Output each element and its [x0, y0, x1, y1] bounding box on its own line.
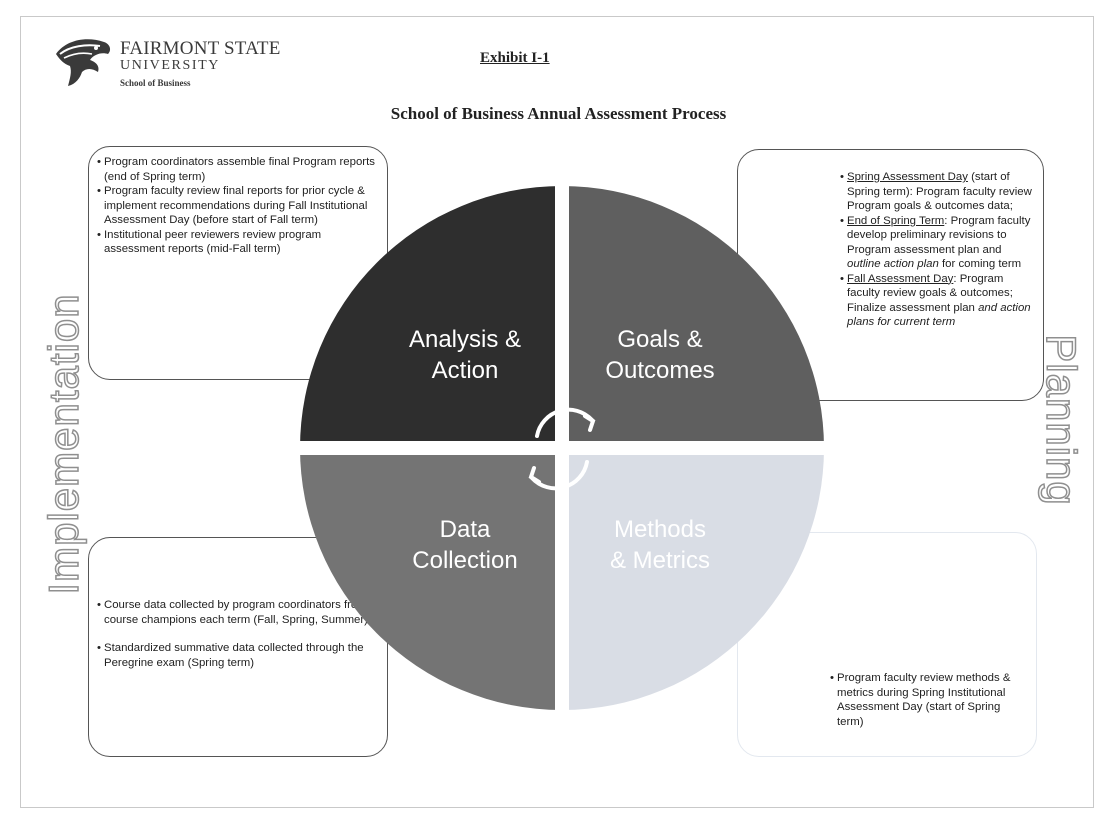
cycle-arrows-icon	[528, 407, 596, 491]
logo-name: FAIRMONT STATE	[120, 38, 281, 59]
list-item: Course data collected by program coordin…	[97, 598, 377, 627]
quadrant-title-line: Data	[439, 516, 491, 543]
page-title: School of Business Annual Assessment Pro…	[390, 104, 727, 123]
list-item: Spring Assessment Day (start of Spring t…	[840, 170, 1033, 214]
item-heading: End of Spring Term	[847, 214, 945, 227]
planning-goals-box: Spring Assessment Day (start of Spring t…	[737, 149, 1044, 401]
exhibit-label: Exhibit I-1	[480, 50, 550, 66]
list-item: End of Spring Term: Program faculty deve…	[840, 214, 1033, 272]
item-text: : Program faculty develop preliminary re…	[847, 214, 1031, 256]
quadrant-methods-metrics	[562, 448, 824, 710]
quadrant-goals-outcomes	[562, 186, 824, 448]
item-text: : Program faculty review goals & outcome…	[847, 272, 1013, 314]
eagle-icon	[56, 39, 111, 86]
quadrant-label-methods: Methods & Metrics	[575, 510, 745, 580]
implementation-label: Implementation	[39, 293, 88, 596]
list-item: Institutional peer reviewers review prog…	[97, 228, 377, 257]
quadrant-title-line: Outcomes	[605, 357, 715, 384]
university-logo: FAIRMONT STATE UNIVERSITY School of Busi…	[52, 30, 280, 92]
item-heading: Fall Assessment Day	[847, 272, 954, 285]
quadrant-title-line: Collection	[412, 547, 518, 574]
item-text: for coming term	[938, 258, 1022, 270]
list-item: Program coordinators assemble final Prog…	[97, 155, 377, 184]
logo-subname: UNIVERSITY	[120, 58, 220, 73]
list-item: Program faculty review methods & metrics…	[830, 671, 1026, 729]
quadrant-analysis-action	[300, 186, 562, 448]
quadrant-label-goals: Goals & Outcomes	[575, 320, 745, 390]
quadrant-title-line: Goals &	[617, 326, 703, 353]
item-heading: Spring Assessment Day	[847, 171, 968, 183]
logo-school: School of Business	[120, 78, 191, 88]
list-item: Fall Assessment Day: Program faculty rev…	[840, 272, 1033, 330]
item-italic-text: outline action plan	[847, 258, 939, 270]
list-item: Program faculty review final reports for…	[97, 184, 377, 228]
quadrant-title-line: & Metrics	[609, 547, 710, 574]
implementation-analysis-box: Program coordinators assemble final Prog…	[88, 146, 388, 380]
quadrant-label-analysis: Analysis & Action	[380, 320, 550, 390]
quadrant-title-line: Methods	[613, 516, 707, 543]
list-item: Standardized summative data collected th…	[97, 641, 377, 670]
item-text: (start of Spring term): Program faculty …	[847, 171, 1032, 212]
quadrant-title-line: Action	[431, 357, 499, 384]
quadrant-title-line: Analysis &	[408, 326, 522, 353]
quadrant-data-collection	[300, 448, 562, 710]
item-italic-text: and action plans for current term	[847, 301, 1031, 329]
planning-label: Planning	[1037, 334, 1086, 507]
